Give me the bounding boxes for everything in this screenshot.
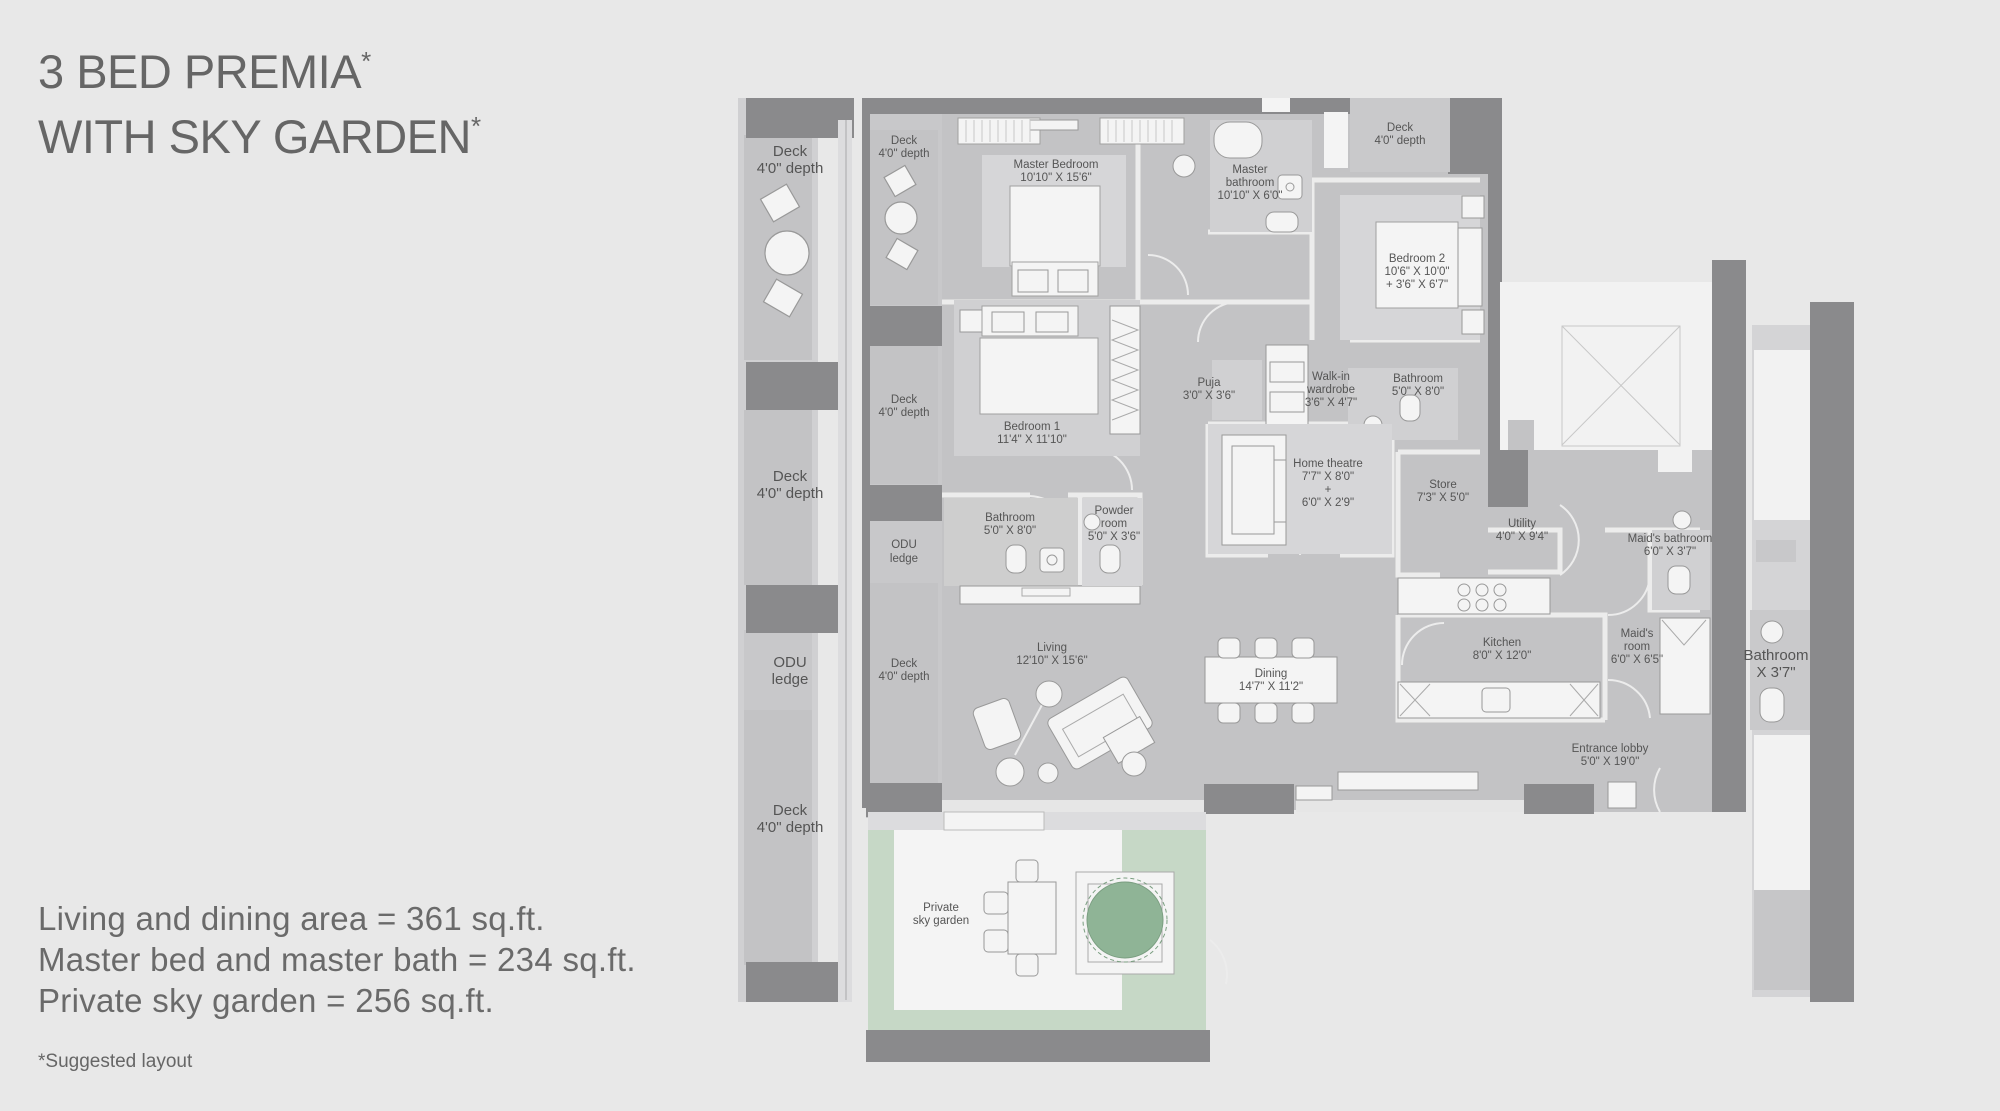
powder-room [1082,498,1142,586]
store-dim: 7'3" X 5'0" [1417,492,1469,504]
outer-deck-strip [738,98,854,1002]
powder-name-1: Powder [1095,505,1134,517]
master-bedroom [957,117,1196,297]
title-asterisk-2: * [470,111,481,141]
sky-garden-name-2: sky garden [913,915,969,927]
neighbor-bath-name: Bathroom [1743,647,1808,664]
bedroom-2-name: Bedroom 2 [1389,253,1445,265]
inner-deck-strip [862,98,942,818]
dining-set [1204,637,1338,724]
powder-name-2: room [1101,518,1127,530]
puja-dim: 3'0" X 3'6" [1183,390,1235,402]
powder-dim: 5'0" X 3'6" [1088,531,1140,543]
deck-inner-1-dim: 4'0" depth [878,148,929,160]
kitchen-room [1397,577,1601,719]
neighbor-bath-dim: X 3'7" [1756,664,1795,681]
home-theatre-dim2: 6'0" X 2'9" [1302,497,1354,509]
odu-outer-dim: ledge [772,671,809,688]
maids-room-dim: 6'0" X 6'5" [1611,654,1663,666]
maids-bath-dim: 6'0" X 3'7" [1644,546,1696,558]
utility-name: Utility [1508,518,1536,530]
bathroom-b1-name: Bathroom [985,512,1035,524]
home-theatre-dim: 7'7" X 8'0" [1302,471,1354,483]
plan-title-text-1: 3 BED PREMIA [38,45,362,98]
bedroom-1-name: Bedroom 1 [1004,421,1060,433]
deck-top-dim: 4'0" depth [1374,135,1425,147]
maids-area [1652,510,1711,715]
master-bathroom-name-1: Master [1232,164,1267,176]
bathroom-b2-name: Bathroom [1393,373,1443,385]
deck-inner-3-dim: 4'0" depth [878,671,929,683]
area-living-dining: Living and dining area = 361 sq.ft. [38,900,545,937]
home-theatre-room [1208,424,1392,554]
deck-b-dim: 4'0" depth [757,485,824,502]
bedroom-2-dim: 10'6" X 10'0" [1385,266,1450,278]
plan-title-line-1: 3 BED PREMIA* [38,34,481,99]
odu-inner-dim: ledge [890,553,918,565]
area-sky-garden: Private sky garden = 256 sq.ft. [38,982,494,1019]
living-name: Living [1037,642,1067,654]
puja-name: Puja [1197,377,1221,389]
maids-room-name-2: room [1624,641,1650,653]
sky-garden-name-1: Private [923,902,959,914]
bedroom-2 [1340,195,1485,340]
maids-room-name-1: Maid's [1621,628,1654,640]
deck-inner-2-dim: 4'0" depth [878,407,929,419]
maids-bath-name: Maid's bathroom [1628,533,1713,545]
bathroom-b1-dim: 5'0" X 8'0" [984,525,1036,537]
deck-c-name: Deck [773,802,808,819]
area-master: Master bed and master bath = 234 sq.ft. [38,941,636,978]
plan-title-text-2: WITH SKY GARDEN [38,110,471,163]
bedroom-1-dim: 11'4" X 11'10" [997,434,1067,446]
dining-name: Dining [1255,668,1288,680]
puja-walkin [1212,344,1309,426]
entrance-dim: 5'0" X 19'0" [1581,756,1640,768]
entrance-name: Entrance lobby [1572,743,1649,755]
area-summary: Living and dining area = 361 sq.ft. Mast… [38,898,636,1021]
sky-garden [866,811,1210,1062]
bedroom-2-dim2: + 3'6" X 6'7" [1386,279,1448,291]
walkin-name-1: Walk-in [1312,371,1350,383]
plan-title: 3 BED PREMIA* WITH SKY GARDEN* [38,34,481,164]
deck-top-name: Deck [1387,122,1413,134]
kitchen-name: Kitchen [1483,637,1521,649]
master-bathroom-dim: 10'10" X 6'0" [1218,190,1283,202]
walkin-name-2: wardrobe [1306,384,1355,396]
odu-inner-name: ODU [891,539,917,551]
master-bathroom-name-2: bathroom [1226,177,1275,189]
bathroom-b2-dim: 5'0" X 8'0" [1392,386,1444,398]
neighbor-unit [1750,302,1854,1002]
deck-b-name: Deck [773,468,808,485]
utility-dim: 4'0" X 9'4" [1496,531,1548,543]
master-bathroom [1210,98,1348,233]
odu-outer-name: ODU [773,654,806,671]
living-furniture [972,676,1637,809]
kitchen-dim: 8'0" X 12'0" [1473,650,1532,662]
deck-a-name: Deck [773,143,808,160]
suggested-layout-note: *Suggested layout [38,1051,193,1072]
dining-dim: 14'7" X 11'2" [1239,681,1303,693]
title-asterisk-1: * [361,46,371,76]
plan-title-line-2: WITH SKY GARDEN* [38,99,481,164]
deck-c-dim: 4'0" depth [757,819,824,836]
deck-inner-1-name: Deck [891,135,917,147]
home-theatre-plus: + [1325,484,1332,496]
walkin-dim: 3'6" X 4'7" [1305,397,1357,409]
bedroom-1 [954,300,1141,456]
deck-a-dim: 4'0" depth [757,160,824,177]
deck-inner-3-name: Deck [891,658,917,670]
deck-inner-2-name: Deck [891,394,917,406]
master-bedroom-name: Master Bedroom [1013,159,1098,171]
home-theatre-name: Home theatre [1293,458,1363,470]
living-dim: 12'10" X 15'6" [1016,655,1087,667]
master-bedroom-dim: 10'10" X 15'6" [1020,172,1091,184]
bathroom-b1-room [944,498,1141,605]
room-labels: Deck 4'0" depth Deck 4'0" depth ODU ledg… [757,122,1809,927]
store-name: Store [1429,479,1457,491]
